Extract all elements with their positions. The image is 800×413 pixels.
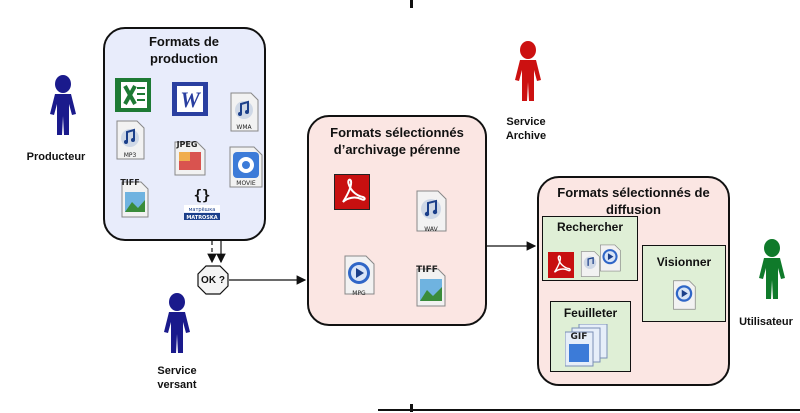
movie-caption: MOVIE <box>236 180 256 187</box>
diffusion-formats-title: Formats sélectionnés de diffusion <box>557 185 710 217</box>
gif-caption: GIF <box>570 332 588 342</box>
svg-text:{}: {} <box>194 188 211 204</box>
svg-text:W: W <box>180 87 201 112</box>
mpg-small-icon <box>600 244 621 272</box>
matroska-logo-icon: {} матрёшка MATROSKA <box>184 188 220 221</box>
producteur-label: Producteur <box>26 151 86 163</box>
wav-small-icon <box>580 251 600 277</box>
tiff-archive-file-icon <box>416 268 446 307</box>
rechercher-title: Rechercher <box>556 220 624 234</box>
tiff-caption: TIFF <box>120 178 140 187</box>
visionner-title: Visionner <box>656 255 712 269</box>
frame-bottom-line <box>378 409 800 411</box>
mpg-visionner-icon <box>673 280 696 310</box>
svg-text:MATROSKA: MATROSKA <box>186 215 217 221</box>
mpg-video-file-icon <box>344 255 375 295</box>
gif-files-icon <box>565 324 608 367</box>
frame-top-tick <box>410 0 413 8</box>
archive-formats-title: Formats sélectionnés d’archivage pérenne <box>330 125 464 157</box>
wma-caption: WMA <box>236 124 252 131</box>
producteur-actor-icon <box>50 75 76 135</box>
wma-audio-file-icon <box>230 92 259 132</box>
pdf-file-icon <box>334 174 370 210</box>
frame-bottom-tick <box>410 404 413 412</box>
wav-caption: WAV <box>424 226 438 233</box>
ok-check-label: OK ? <box>201 275 225 286</box>
pdf-small-icon <box>548 252 574 278</box>
wav-audio-file-icon <box>416 190 447 232</box>
service-archive-actor-icon <box>515 41 541 101</box>
production-formats-title: Formats de production <box>148 34 220 66</box>
word-icon: W <box>172 82 208 116</box>
mp3-caption: MP3 <box>123 152 137 159</box>
service-versant-actor-icon <box>164 293 190 353</box>
mp3-audio-file-icon <box>116 120 145 160</box>
utilisateur-actor-icon <box>759 239 785 299</box>
service-archive-label: Service Archive <box>505 116 547 142</box>
movie-file-icon <box>229 146 263 188</box>
tiff-image-file-icon <box>121 181 149 218</box>
jpeg-caption: JPEG <box>176 140 198 149</box>
jpeg-image-file-icon <box>174 141 206 176</box>
excel-icon <box>115 78 151 112</box>
mpg-caption: MPG <box>352 290 366 297</box>
svg-text:матрёшка: матрёшка <box>189 207 216 213</box>
service-versant-label: Service versant <box>157 365 197 391</box>
archive-formats-box <box>307 115 487 326</box>
utilisateur-label: Utilisateur <box>739 316 793 328</box>
feuilleter-title: Feuilleter <box>563 306 618 320</box>
tiff-archive-caption: TIFF <box>416 265 438 275</box>
